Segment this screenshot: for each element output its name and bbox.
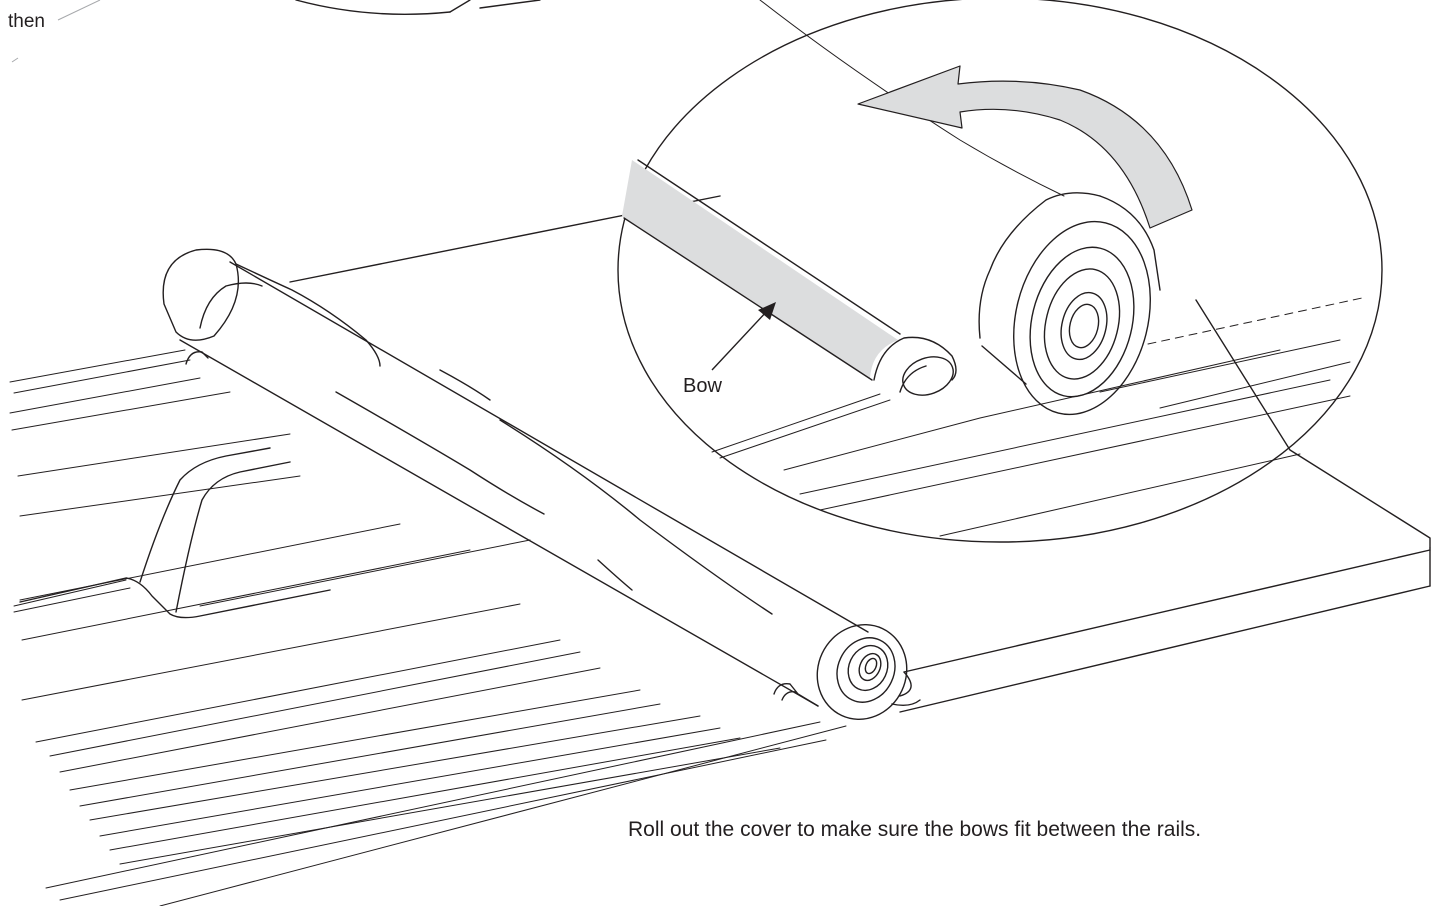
truck-bed [9,349,847,906]
bow-label: Bow [683,375,722,397]
then-label: then [8,11,45,32]
bow-pointer-icon [758,302,776,320]
previous-step-fragment [11,0,541,63]
rolled-cover [162,248,908,721]
detail-callout [617,0,1383,543]
wheel-well [19,447,331,619]
caption: Roll out the cover to make sure the bows… [628,818,1201,841]
cover-panel [289,195,1431,713]
